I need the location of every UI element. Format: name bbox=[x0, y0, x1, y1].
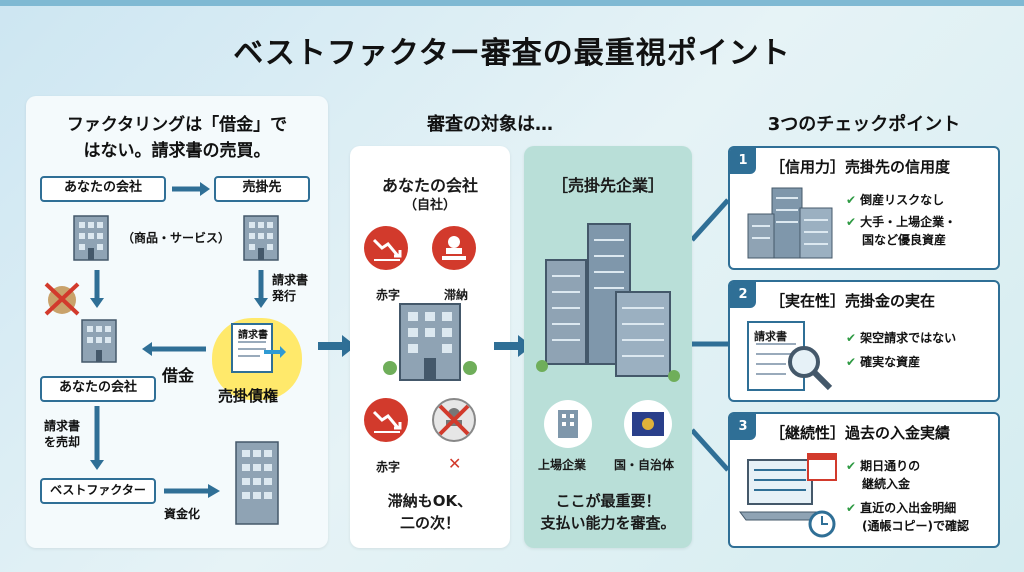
check-item-cont: 継続入金 bbox=[862, 477, 911, 491]
goods-label: （商品・サービス） bbox=[122, 231, 231, 245]
check-item: ✔直近の入出金明細 bbox=[846, 501, 957, 515]
no-money-bag-icon bbox=[44, 282, 80, 316]
deficit-chart-icon-2 bbox=[364, 398, 408, 442]
tall-building-icon bbox=[235, 441, 279, 525]
card-number: 2 bbox=[730, 282, 756, 308]
your-company-box-top: あなたの会社 bbox=[40, 176, 166, 202]
middle-note: 滞納もOK、 二の次！ bbox=[387, 492, 473, 532]
government-emblem-icon bbox=[624, 400, 672, 448]
funding-label: 資金化 bbox=[164, 507, 201, 521]
card-title: ［継続性］過去の入金実績 bbox=[770, 424, 951, 442]
sell-invoice-label: 請求書 を売却 bbox=[44, 419, 81, 449]
check-item: ✔倒産リスクなし bbox=[846, 193, 945, 207]
checkpoints-heading: 3つのチェックポイント bbox=[767, 114, 961, 135]
arrears-label: 滞納 bbox=[444, 288, 469, 302]
deficit-label-1: 赤字 bbox=[376, 288, 401, 302]
laptop-calendar-clock-icon bbox=[739, 453, 837, 538]
arrow-right-icon bbox=[164, 484, 220, 498]
bestfactor-box: ベストファクター bbox=[40, 478, 156, 504]
arrow-left-icon bbox=[142, 342, 206, 356]
connector-lines bbox=[692, 198, 730, 472]
card-number: 1 bbox=[730, 148, 756, 174]
invoice-doc-label: 請求書 bbox=[754, 330, 787, 343]
checkpoint-card-2: 2 ［実在性］売掛金の実在 請求書 ✔架空請求ではない ✔確実な資産 bbox=[728, 280, 1000, 402]
buildings-icon bbox=[747, 187, 833, 259]
arrow-down-icon bbox=[254, 270, 268, 308]
arrow-right-icon bbox=[172, 182, 210, 196]
left-panel-title: ファクタリングは「借金」で はない。請求書の売買。 bbox=[26, 112, 328, 164]
building-icon bbox=[73, 215, 109, 261]
listed-company-icon bbox=[544, 400, 592, 448]
invoice-document-icon bbox=[231, 323, 286, 373]
invoice-issue-label: 請求書 発行 bbox=[272, 273, 309, 303]
middle-self-label: （自社） bbox=[403, 198, 456, 213]
check-item: ✔大手・上場企業・ bbox=[846, 215, 957, 229]
left-title-line2: はない。請求書の売買。 bbox=[83, 141, 271, 161]
buyer-box: 売掛先 bbox=[214, 176, 310, 202]
arrow-down-icon bbox=[90, 406, 104, 470]
building-icon bbox=[81, 319, 117, 363]
invoice-doc-label: 請求書 bbox=[238, 330, 268, 341]
crossed-stamp-icon bbox=[432, 398, 476, 442]
card-title: ［実在性］売掛金の実在 bbox=[770, 292, 936, 310]
company-building-icon bbox=[383, 303, 477, 381]
arrow-down-icon bbox=[90, 270, 104, 308]
cross-mark-icon: ✕ bbox=[448, 454, 462, 473]
left-title-line1: ファクタリングは「借金」で bbox=[66, 115, 288, 135]
your-company-box-bottom: あなたの会社 bbox=[40, 376, 156, 402]
check-item: ✔架空請求ではない bbox=[846, 331, 957, 345]
review-target-heading: 審査の対象は… bbox=[427, 114, 553, 135]
checkpoint-card-3: 3 ［継続性］過去の入金実績 ✔期日通りの 継続入金 ✔直近の入出金明細 (通帳… bbox=[728, 412, 1000, 548]
deficit-chart-icon bbox=[364, 226, 408, 270]
check-item: ✔確実な資産 bbox=[846, 355, 921, 369]
check-item-cont: (通帳コピー)で確認 bbox=[862, 519, 969, 533]
buyer-company-heading: ［売掛先企業］ bbox=[551, 176, 664, 195]
loan-label: 借金 bbox=[162, 366, 195, 385]
deficit-label-2: 赤字 bbox=[376, 460, 401, 474]
check-item-cont: 国など優良資産 bbox=[862, 233, 947, 247]
buyer-note: ここが最重要！ 支払い能力を審査。 bbox=[540, 492, 676, 532]
card-number: 3 bbox=[730, 414, 756, 440]
skyscrapers-icon bbox=[536, 223, 680, 382]
gov-label: 国・自治体 bbox=[614, 458, 675, 472]
stamp-icon bbox=[432, 226, 476, 270]
flow-arrow-icon bbox=[318, 335, 356, 357]
middle-company-title: あなたの会社 bbox=[381, 176, 478, 195]
building-icon bbox=[243, 215, 279, 261]
check-item: ✔期日通りの bbox=[846, 459, 921, 473]
top-accent-bar bbox=[0, 0, 1024, 6]
invoice-magnifier-icon bbox=[747, 321, 833, 391]
receivable-label: 売掛債権 bbox=[218, 387, 279, 405]
checkpoint-card-1: 1 ［信用力］売掛先の信用度 ✔倒産リスクなし ✔大手・上場企業・ 国など優良資… bbox=[728, 146, 1000, 270]
listed-label: 上場企業 bbox=[538, 458, 587, 472]
page-title: ベストファクター審査の最重視ポイント bbox=[233, 36, 791, 71]
card-title: ［信用力］売掛先の信用度 bbox=[770, 158, 951, 176]
